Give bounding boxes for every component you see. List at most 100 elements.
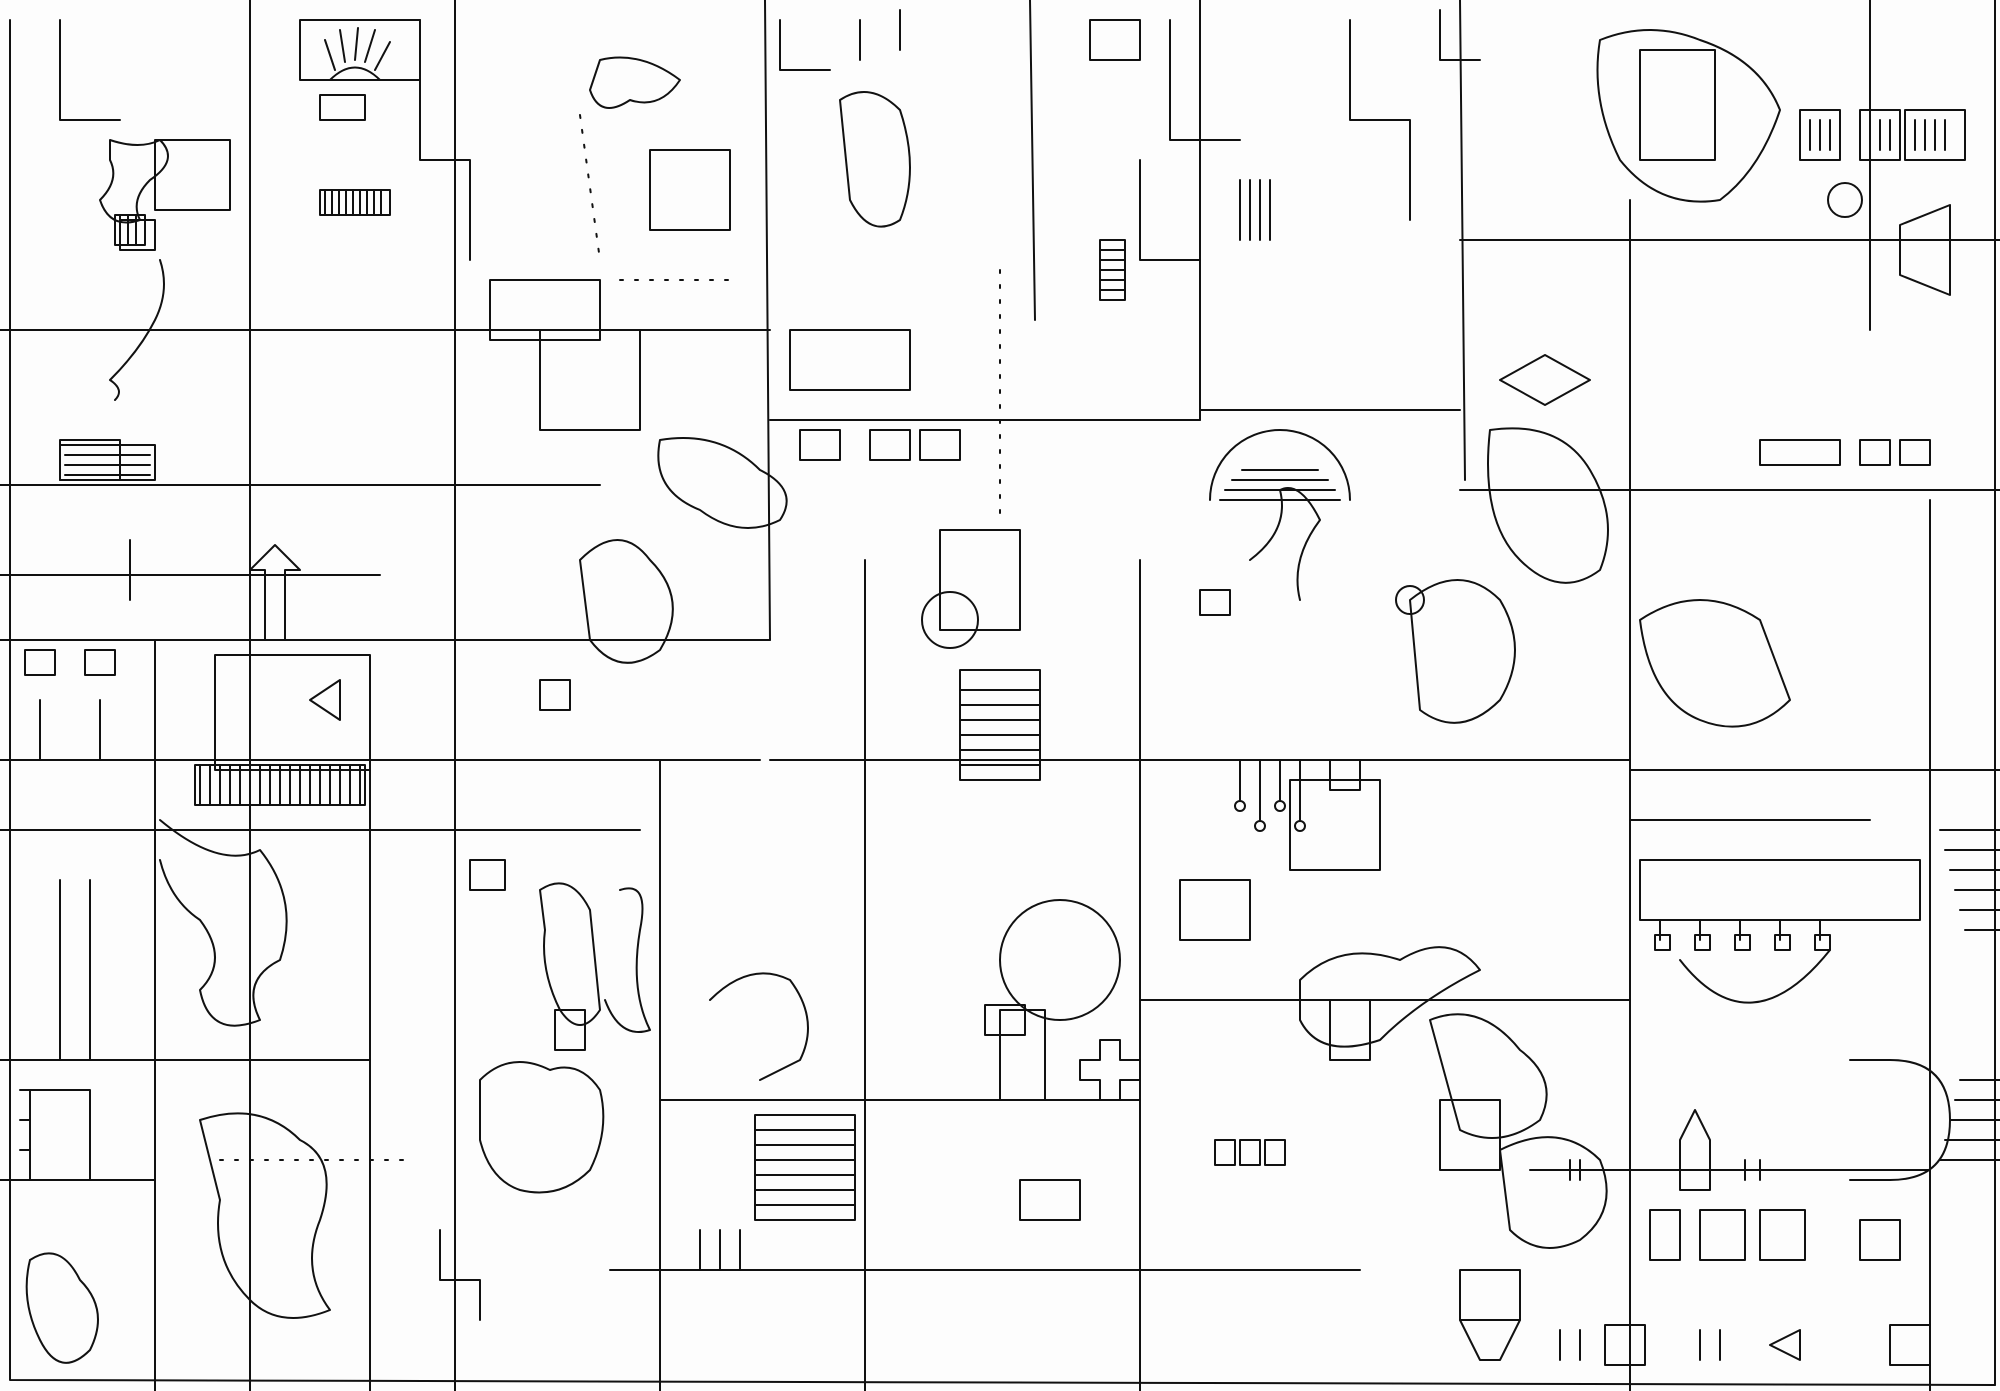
box bbox=[469, 859, 506, 891]
box bbox=[649, 149, 731, 231]
box bbox=[1889, 1324, 1931, 1366]
box bbox=[1459, 1269, 1521, 1321]
hatched-block bbox=[754, 1114, 856, 1221]
box bbox=[1814, 934, 1831, 951]
meander bbox=[199, 1112, 331, 1319]
box bbox=[1264, 1139, 1286, 1166]
circle bbox=[1294, 820, 1306, 832]
ticks bbox=[1569, 1159, 1761, 1181]
circle bbox=[1274, 800, 1286, 812]
diamond-box bbox=[1499, 354, 1591, 406]
hatching bbox=[199, 764, 361, 806]
triangle bbox=[309, 679, 341, 721]
ticks bbox=[699, 1229, 741, 1271]
pendant bbox=[1239, 759, 1301, 821]
box bbox=[1239, 1139, 1261, 1166]
ticks bbox=[1439, 9, 1481, 61]
dotted-line bbox=[579, 114, 601, 261]
box bbox=[29, 1089, 91, 1181]
box bbox=[869, 429, 911, 461]
meander bbox=[709, 972, 809, 1081]
box bbox=[539, 679, 571, 711]
box bbox=[1639, 49, 1716, 161]
box bbox=[1859, 439, 1891, 466]
hatching bbox=[754, 1129, 856, 1206]
stepped-stripes bbox=[1939, 829, 2000, 1161]
hatching bbox=[119, 214, 137, 246]
meander bbox=[1409, 579, 1516, 724]
box bbox=[799, 429, 841, 461]
ticks bbox=[19, 1089, 31, 1151]
box bbox=[1329, 759, 1361, 791]
hatching bbox=[1099, 249, 1126, 291]
meander bbox=[1499, 1136, 1608, 1249]
meander bbox=[479, 1061, 605, 1194]
meander bbox=[579, 539, 674, 664]
sunrise-rays bbox=[324, 27, 391, 71]
box bbox=[1899, 439, 1931, 466]
box bbox=[1649, 1209, 1681, 1261]
box bbox=[939, 529, 1021, 631]
circle bbox=[999, 899, 1121, 1021]
box bbox=[489, 279, 601, 341]
meander bbox=[1429, 1013, 1548, 1139]
circle bbox=[1254, 820, 1266, 832]
ticks bbox=[1239, 179, 1271, 241]
box bbox=[1759, 1209, 1806, 1261]
box bbox=[1734, 934, 1751, 951]
circle bbox=[921, 591, 979, 649]
ticks bbox=[59, 19, 471, 261]
box bbox=[999, 1009, 1046, 1101]
box bbox=[1799, 109, 1841, 161]
box bbox=[1859, 1219, 1901, 1261]
ticks bbox=[439, 1229, 481, 1321]
box bbox=[1199, 589, 1231, 616]
ticks bbox=[1139, 19, 1241, 261]
box bbox=[1604, 1324, 1646, 1366]
box bbox=[1439, 1099, 1501, 1171]
box bbox=[1654, 934, 1671, 951]
circle bbox=[1395, 585, 1425, 615]
box bbox=[1904, 109, 1966, 161]
cross-shape bbox=[1079, 1039, 1141, 1101]
bar-row bbox=[64, 454, 151, 476]
box bbox=[1289, 779, 1381, 871]
tower bbox=[1679, 1109, 1711, 1191]
arrow-up bbox=[249, 544, 301, 641]
circle bbox=[1234, 800, 1246, 812]
meander bbox=[99, 139, 169, 224]
box bbox=[154, 139, 231, 211]
ticks bbox=[779, 9, 901, 71]
box bbox=[24, 649, 56, 676]
ticks bbox=[1349, 19, 1411, 221]
box bbox=[1759, 439, 1841, 466]
meander bbox=[1299, 946, 1481, 1048]
box bbox=[554, 1009, 586, 1051]
meander bbox=[539, 882, 601, 1026]
ticks bbox=[39, 539, 131, 1061]
meander bbox=[1596, 29, 1781, 203]
box bbox=[919, 429, 961, 461]
circle bbox=[1827, 182, 1863, 218]
hatched-block bbox=[114, 214, 146, 246]
box bbox=[539, 329, 641, 431]
sheet-edge bbox=[9, 19, 1996, 1386]
box bbox=[1694, 934, 1711, 951]
box bbox=[789, 329, 911, 391]
meander bbox=[1249, 487, 1321, 601]
box bbox=[1774, 934, 1791, 951]
meander bbox=[1487, 427, 1609, 584]
vertical-line bbox=[764, 0, 771, 641]
meander bbox=[589, 56, 681, 109]
meander bbox=[839, 91, 911, 228]
meander bbox=[657, 437, 788, 529]
chain bbox=[109, 259, 165, 401]
hatched-block bbox=[959, 669, 1041, 781]
trapezoid bbox=[1459, 1319, 1521, 1361]
box bbox=[1214, 1139, 1236, 1166]
box bbox=[214, 654, 371, 771]
ticks bbox=[1559, 1329, 1721, 1361]
